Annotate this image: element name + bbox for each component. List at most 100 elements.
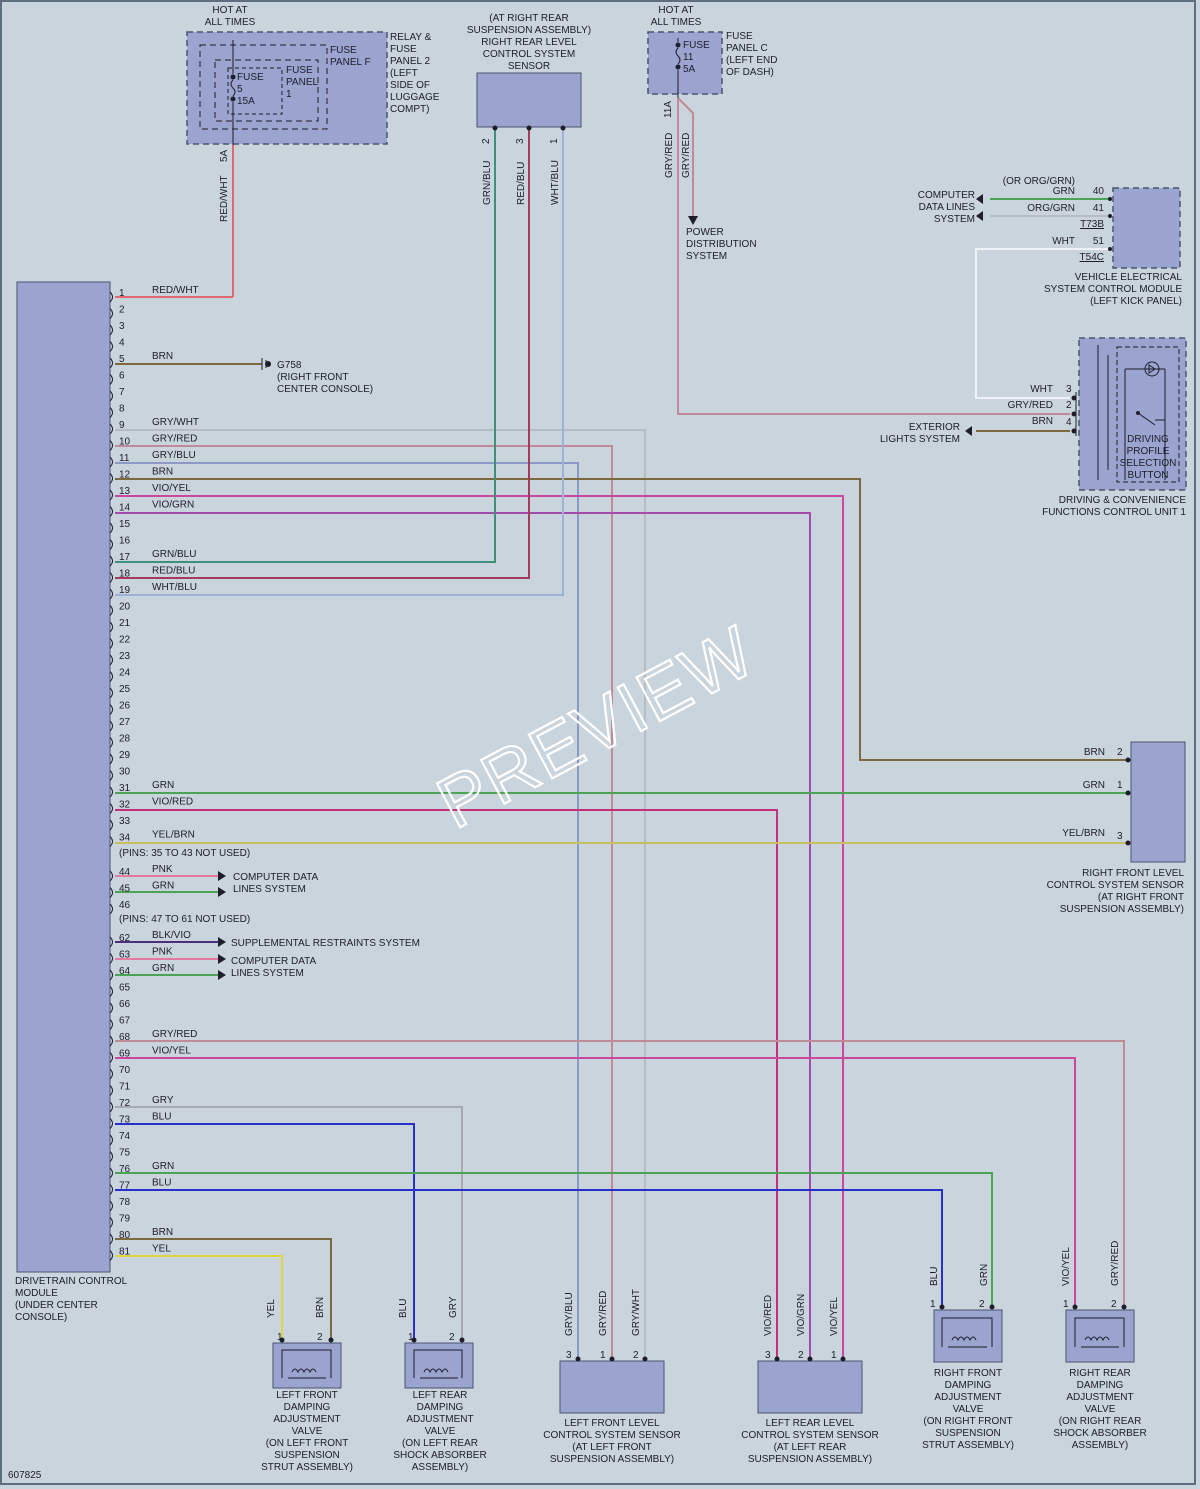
wire-gry-blu-lf-sensor (115, 462, 579, 1358)
rf-sensor-wire-grn: GRN (1083, 780, 1105, 791)
dcm-pin-tick-14 (109, 506, 113, 517)
dcm-wire-label-76: GRN (152, 1161, 174, 1172)
dcfcu-pin-2-label: 2 (1066, 400, 1072, 411)
dcm-pin-24: 24 (119, 668, 131, 679)
dcm-pin-tick-76 (109, 1167, 113, 1179)
rf-sensor-pin-2: 2 (1117, 747, 1123, 758)
dcm-pin-4: 4 (119, 338, 125, 349)
vescm-dcfcu-wiring (975, 198, 1110, 432)
rf-valve-wire-blu: BLU (929, 1267, 940, 1286)
lf-valve-wire-yel: YEL (266, 1299, 277, 1318)
dcm-pin-tick-81 (109, 1250, 113, 1261)
dcm-pin-tick-17 (109, 555, 113, 567)
lf-valve-wire-brn: BRN (315, 1297, 326, 1318)
dcm-pin-tick-4 (109, 341, 113, 352)
lr-valve-pin-2: 2 (449, 1332, 455, 1343)
dps-switch-contact (1136, 411, 1140, 415)
dcm-pin-tick-63 (109, 953, 113, 964)
dcm-wire-label-11: GRY/BLU (152, 450, 196, 461)
lf-sensor-pin-1: 1 (600, 1350, 606, 1361)
dcm-wire-label-81: YEL (152, 1244, 171, 1255)
dcm-pin-tick-16 (109, 539, 113, 550)
dcm-pin-tick-33 (109, 819, 113, 831)
pins-not-used-35-43: (PINS: 35 TO 43 NOT USED) (119, 848, 250, 859)
dcm-pin-3: 3 (119, 321, 125, 332)
stub-wires (115, 875, 218, 976)
lr-sensor-pin-3: 3 (765, 1350, 771, 1361)
rr-valve-wire-gry-red: GRY/RED (1110, 1241, 1121, 1286)
dcm-pin-ticks (109, 291, 113, 1261)
arrow-computer-data-1 (976, 194, 983, 204)
dcm-pin-tick-46 (109, 903, 113, 915)
dcm-wire-label-17: GRN/BLU (152, 549, 196, 560)
fuse-panel-f (199, 44, 328, 130)
dcm-wire-label-62: BLK/VIO (152, 930, 191, 941)
dcm-pin-70: 70 (119, 1065, 131, 1076)
dcm-pin-75: 75 (119, 1148, 131, 1159)
dcm-wire-label-13: VIO/YEL (152, 483, 191, 494)
rr-valve-pin-1: 1 (1063, 1299, 1069, 1310)
dcm-pin-tick-7 (109, 390, 113, 402)
dcm-pin-46: 46 (119, 900, 131, 911)
dcm-pin-78: 78 (119, 1197, 131, 1208)
dcm-pin-77: 77 (119, 1181, 131, 1192)
dcm-pin-tick-10 (109, 440, 113, 451)
lf-valve-pin-2: 2 (317, 1332, 323, 1343)
dcm-pin-tick-27 (109, 720, 113, 732)
dcfcu-pin-3 (1071, 395, 1077, 401)
lr-valve-wire-gry: GRY (448, 1296, 459, 1318)
dcm-pin-tick-31 (109, 786, 113, 798)
wire-brn-lf-valve (115, 1238, 332, 1340)
dcfcu-pin-2 (1071, 411, 1077, 417)
rf-sensor-wire-brn: BRN (1084, 747, 1105, 758)
dcm-wire-label-32: VIO/RED (152, 797, 193, 808)
vescm-wire-org-grn: ORG/GRN (1027, 203, 1075, 214)
rr-sensor-pin-3: 3 (515, 138, 526, 144)
dcfcu-pin-4-label: 4 (1066, 417, 1072, 428)
dcm-pin-14: 14 (119, 503, 131, 514)
lf-valve-coil (281, 1349, 332, 1379)
dcm-pin-32: 32 (119, 800, 131, 811)
fuse-5-symbol (230, 40, 236, 145)
dcm-pin-tick-24 (109, 671, 113, 682)
dcm-pin-45: 45 (119, 884, 131, 895)
dcm-pin-tick-75 (109, 1151, 113, 1162)
dcm-pin-10: 10 (119, 437, 131, 448)
arrow-exterior-lights (965, 426, 972, 436)
dcm-wire-label-10: GRY/RED (152, 434, 197, 445)
dcm-pin-tick-71 (109, 1085, 113, 1096)
lf-sensor-wire-gry-red: GRY/RED (598, 1291, 609, 1336)
wire-grn-rf-valve (115, 1172, 993, 1307)
vescm-box (1112, 187, 1181, 269)
rr-damping-valve-box (1065, 1309, 1135, 1363)
dcm-pin-tick-78 (109, 1200, 113, 1212)
dcm-wire-label-19: WHT/BLU (152, 582, 197, 593)
wire-wht-blu-rr-sensor (115, 130, 564, 596)
dcm-pin-81: 81 (119, 1247, 131, 1258)
dcm-pin-73: 73 (119, 1115, 131, 1126)
feed-gry-red-label-1: GRY/RED (664, 133, 675, 178)
fuse-11-symbol (675, 38, 681, 98)
dcm-pin-tick-65 (109, 986, 113, 997)
dcm-pin-1: 1 (119, 288, 125, 299)
lf-sensor-pin-2: 2 (633, 1350, 639, 1361)
g758-label: G758 (277, 360, 302, 371)
dcm-pin-23: 23 (119, 651, 131, 662)
dcm-pin-tick-79 (109, 1217, 113, 1228)
dcfcu-wire-gry-red: GRY/RED (1008, 400, 1053, 411)
lr-sensor-pin-2: 2 (798, 1350, 804, 1361)
dcm-pin-63: 63 (119, 950, 131, 961)
dcm-pin-74: 74 (119, 1131, 131, 1142)
feed-gry-red-label-2: GRY/RED (681, 133, 692, 178)
